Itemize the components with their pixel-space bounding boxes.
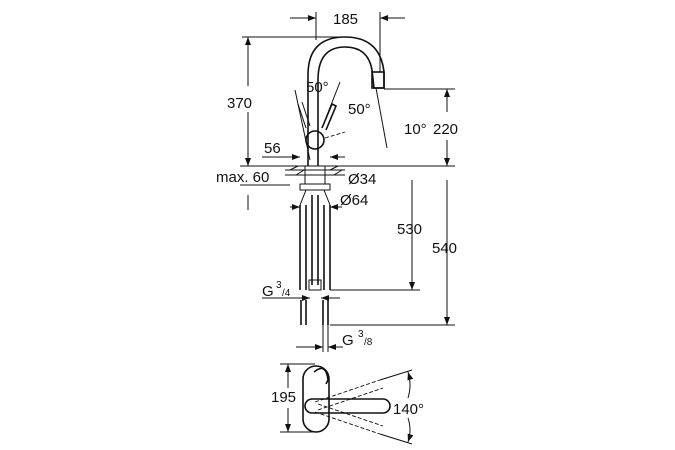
dim-angle-side: 50° xyxy=(348,101,371,118)
dim-56: 56 xyxy=(264,140,281,157)
hose-left xyxy=(299,205,307,290)
hose-center xyxy=(311,195,319,285)
dim-195: 195 xyxy=(271,389,296,406)
spray-head xyxy=(371,71,385,89)
dimension-labels: 185 370 50° 50° 10° 220 56 max. 60 Ø34 Ø… xyxy=(216,11,458,418)
thread-num: 3 xyxy=(276,280,282,291)
dimension-lines xyxy=(240,12,455,352)
faucet-top-view xyxy=(280,363,414,445)
hose-right xyxy=(323,205,331,290)
thread-g: G xyxy=(342,332,354,349)
dim-140-degrees: 140° xyxy=(393,401,424,418)
tilt-line xyxy=(375,87,388,149)
dim-220: 220 xyxy=(433,121,458,138)
spout-outline xyxy=(307,36,385,166)
lever-right xyxy=(321,102,338,131)
dim-max-60: max. 60 xyxy=(216,169,269,186)
dim-530: 530 xyxy=(397,221,422,238)
dim-tilt: 10° xyxy=(404,121,427,138)
dim-diameter-34: Ø34 xyxy=(348,171,376,188)
thread-den: /4 xyxy=(282,288,291,299)
dim-185: 185 xyxy=(333,11,358,28)
thread-g34-label: G 3 /4 xyxy=(262,280,291,300)
dim-angle-front: 50° xyxy=(306,79,329,96)
dim-370: 370 xyxy=(227,95,252,112)
dim-540: 540 xyxy=(432,240,457,257)
thread-den: /8 xyxy=(364,337,373,348)
lever-top xyxy=(313,367,329,385)
faucet-side-view xyxy=(240,36,455,325)
thread-num: 3 xyxy=(358,329,364,340)
lever-dashed xyxy=(324,131,346,139)
dim-diameter-64: Ø64 xyxy=(340,192,368,209)
thread-g: G xyxy=(262,283,274,300)
thread-g38-label: G 3 /8 xyxy=(342,329,373,349)
spout-top xyxy=(304,398,391,414)
